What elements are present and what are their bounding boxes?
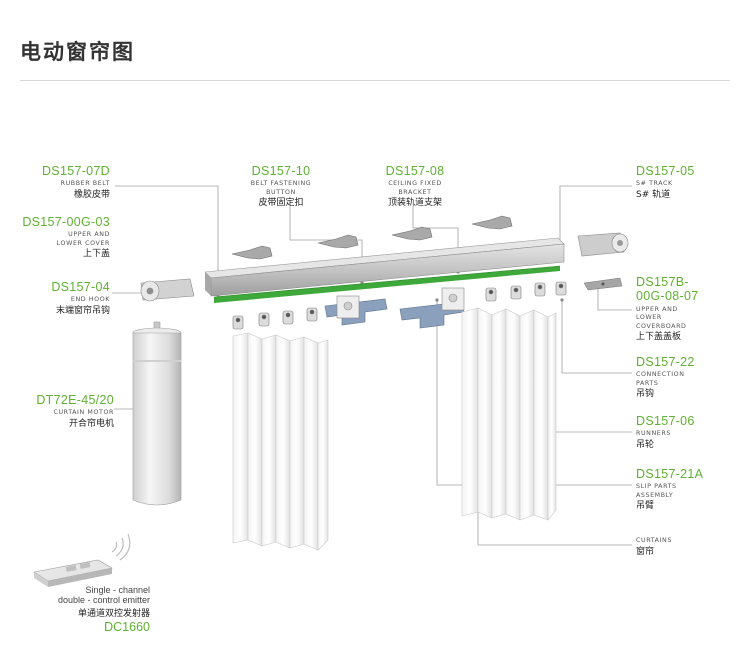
cover-en-2: LOWER COVER	[56, 239, 110, 247]
bracket-en-1: CEILING FIXED	[388, 180, 442, 188]
motor-en: CURTAIN MOTOR	[53, 409, 114, 417]
label-slip-parts: DS157-21A SLIP PARTS ASSEMBLY 吊臂	[636, 467, 703, 512]
curtains-cn: 窗帘	[636, 546, 655, 557]
coverboard-cn: 上下盖盖板	[636, 332, 682, 343]
slip-parts-blocks	[336, 287, 465, 319]
label-ceiling-bracket: DS157-08 CEILING FIXED BRACKET 顶装轨道支架	[370, 164, 460, 209]
belt-button-en-1: BELT FASTENING	[250, 180, 312, 188]
label-curtains: CURTAINS 窗帘	[636, 535, 672, 557]
runners-cn: 吊轮	[636, 439, 655, 450]
label-runners: DS157-06 RUNNERS 吊轮	[636, 414, 695, 450]
title-divider	[20, 80, 730, 81]
label-curtain-motor: DT72E-45/20 CURTAIN MOTOR 开合帘电机	[36, 393, 114, 429]
track-cn: S# 轨道	[636, 189, 671, 200]
label-end-hook: DS157-04 END HOOK 末端窗帘吊钩	[51, 280, 110, 316]
emitter-line-2: double - control emitter	[57, 595, 150, 606]
signal-waves-icon	[111, 533, 131, 561]
slip-en-1: SLIP PARTS	[636, 483, 677, 491]
track-rail	[204, 237, 565, 297]
track-en: S# TRACK	[636, 180, 673, 188]
belt-button-cn: 皮带固定扣	[258, 198, 304, 209]
bracket-en-2: BRACKET	[398, 188, 432, 196]
slip-en-2: ASSEMBLY	[636, 491, 674, 499]
coverboard-en-2: LOWER	[636, 314, 662, 322]
rubber-belt-en: RUBBER BELT	[60, 180, 110, 188]
label-track: DS157-05 S# TRACK S# 轨道	[636, 164, 695, 200]
belt-button-en-2: BUTTON	[266, 188, 296, 196]
end-hook-code: DS157-04	[51, 280, 110, 294]
rubber-belt-cn: 橡胶皮带	[73, 189, 110, 200]
connection-code: DS157-22	[636, 355, 695, 369]
curtain-motor	[132, 321, 182, 506]
label-coverboard: DS157B- 00G-08-07 UPPER AND LOWER COVERB…	[636, 275, 698, 343]
label-emitter: Single - channel double - control emitte…	[58, 585, 150, 634]
bracket-code: DS157-08	[385, 164, 445, 178]
coverboard-code-1: DS157B-	[636, 275, 689, 289]
track-end-cap	[577, 232, 629, 257]
connection-cn: 吊钩	[636, 389, 655, 400]
cover-en-1: UPPER AND	[68, 231, 110, 239]
connection-en-2: PARTS	[636, 379, 659, 387]
label-connection: DS157-22 CONNECTION PARTS 吊钩	[636, 355, 695, 400]
curtain-right	[461, 307, 557, 521]
emitter-line-1: Single - channel	[85, 585, 150, 595]
motor-cn: 开合帘电机	[68, 418, 114, 429]
page-title: 电动窗帘图	[20, 40, 135, 64]
coverboard-en-3: COVERBOARD	[636, 322, 687, 330]
upper-lower-cover	[140, 278, 195, 302]
runners-en: RUNNERS	[636, 430, 671, 438]
slip-cn: 吊臂	[636, 501, 655, 512]
cover-code: DS157-00G-03	[22, 215, 110, 229]
coverboard	[583, 277, 623, 291]
belt-button-code: DS157-10	[251, 164, 311, 178]
runners	[232, 281, 567, 330]
curtains-en: CURTAINS	[636, 537, 672, 544]
end-hook-cn: 末端窗帘吊钩	[55, 305, 110, 316]
coverboard-code-2: 00G-08-07	[636, 289, 699, 304]
slip-code: DS157-21A	[636, 467, 704, 481]
label-rubber-belt: DS157-07D RUBBER BELT 橡胶皮带	[42, 164, 110, 200]
cover-cn: 上下盖	[82, 249, 110, 260]
end-hook-en: END HOOK	[70, 296, 110, 304]
motor-code: DT72E-45/20	[36, 393, 114, 407]
emitter-cn: 单通道双控发射器	[77, 607, 150, 618]
curtain-left	[232, 332, 329, 551]
emitter-code: DC1660	[104, 619, 150, 634]
ceiling-brackets	[231, 215, 513, 260]
label-belt-button: DS157-10 BELT FASTENING BUTTON 皮带固定扣	[236, 164, 326, 209]
label-upper-lower-cover: DS157-00G-03 UPPER AND LOWER COVER 上下盖	[22, 215, 110, 260]
bracket-cn: 顶装轨道支架	[387, 198, 442, 209]
track-code: DS157-05	[636, 164, 695, 178]
connection-en-1: CONNECTION	[636, 371, 685, 379]
runners-code: DS157-06	[636, 414, 695, 428]
coverboard-en-1: UPPER AND	[636, 305, 678, 313]
remote-emitter	[33, 559, 113, 587]
rubber-belt	[213, 265, 561, 303]
rubber-belt-code: DS157-07D	[41, 164, 110, 178]
